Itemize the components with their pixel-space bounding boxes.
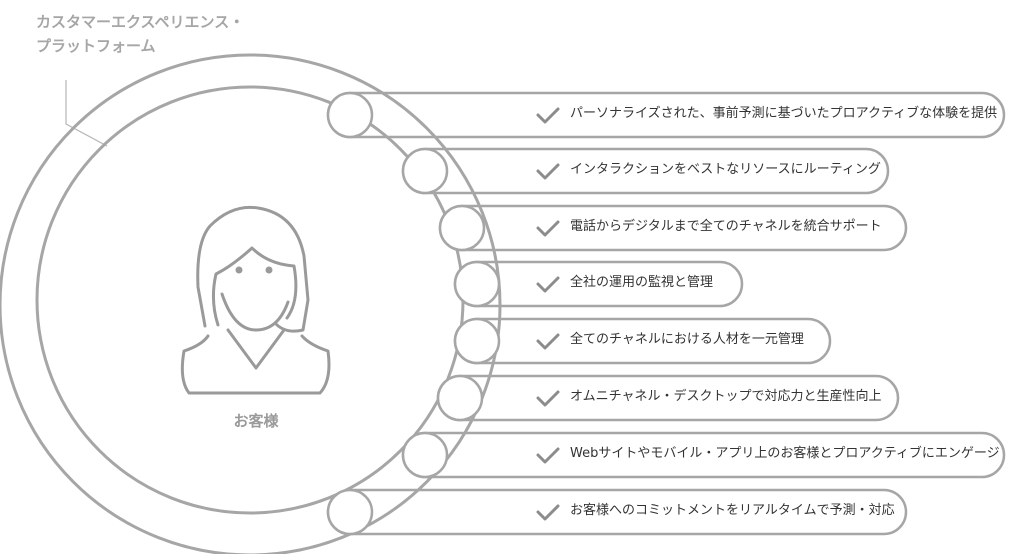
feature-text-6: オムニチャネル・デスクトップで対応力と生産性向上 — [570, 389, 882, 404]
customer-label: お客様 — [233, 412, 279, 430]
feature-node-4 — [453, 260, 501, 308]
checkmark-icon — [536, 447, 560, 464]
feature-text-3: 電話からデジタルまで全てのチャネルを統合サポート — [570, 219, 882, 234]
feature-text-8: お客様へのコミットメントをリアルタイムで予測・対応 — [570, 503, 895, 518]
platform-title-line2: プラットフォーム — [36, 37, 156, 55]
platform-title-line1: カスタマーエクスペリエンス・ — [36, 13, 245, 31]
feature-node-3 — [438, 204, 486, 252]
feature-text-1: パーソナライズされた、事前予測に基づいたプロアクティブな体験を提供 — [570, 106, 998, 121]
woman-avatar-icon — [180, 205, 331, 395]
checkmark-icon — [536, 220, 560, 237]
feature-node-7 — [401, 431, 449, 479]
checkmark-icon — [536, 504, 560, 521]
feature-pills — [326, 91, 1006, 536]
checkmark-icon — [536, 276, 560, 293]
feature-text-7: Webサイトやモバイル・アプリ上のお客様とプロアクティブにエンゲージ — [570, 446, 1000, 461]
checkmark-icon — [536, 390, 560, 407]
feature-text-4: 全社の運用の監視と管理 — [570, 275, 714, 290]
feature-node-6 — [436, 374, 484, 422]
feature-text-5: 全てのチャネルにおける人材を一元管理 — [570, 332, 804, 347]
checkmark-icon — [536, 163, 560, 180]
checkmark-icon — [536, 333, 560, 350]
outer-ring — [0, 53, 502, 554]
inner-ring — [35, 85, 465, 515]
checkmark-icon — [536, 107, 560, 124]
feature-text-2: インタラクションをベストなリソースにルーティング — [570, 162, 881, 177]
feature-node-1 — [326, 91, 374, 139]
title-pointer-line — [65, 80, 108, 147]
feature-node-8 — [326, 488, 374, 536]
feature-node-2 — [401, 147, 449, 195]
platform-title: カスタマーエクスペリエンス・ プラットフォーム — [36, 10, 244, 58]
feature-node-5 — [453, 317, 501, 365]
